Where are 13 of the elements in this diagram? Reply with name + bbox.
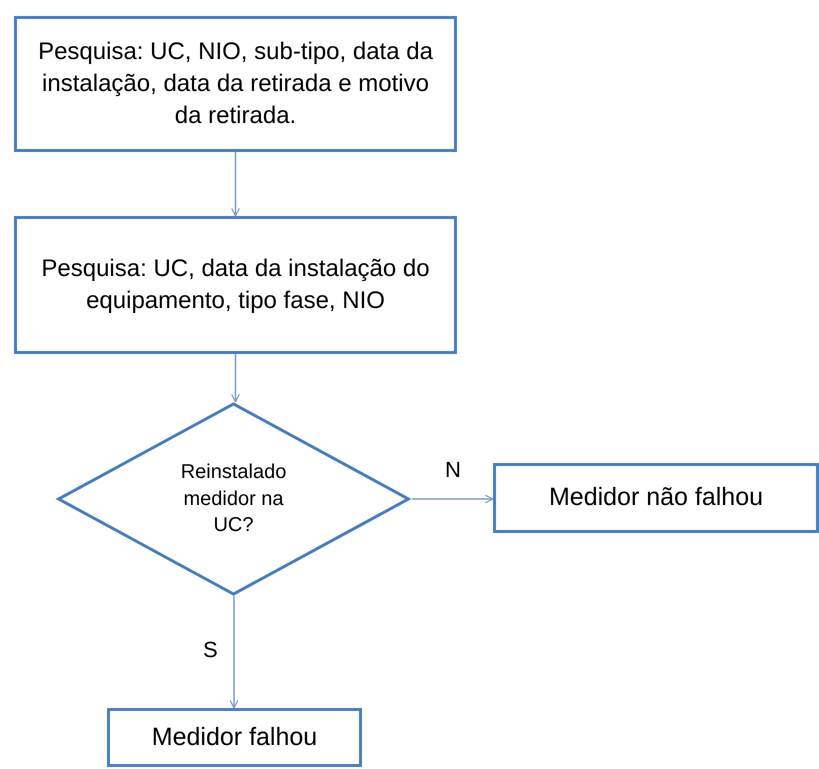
node-text: Reinstalado medidor na UC? <box>180 460 288 538</box>
arrow <box>230 354 240 403</box>
node-text: Pesquisa: UC, NIO, sub-tipo, data da instalação, data da retirada e motivo da retirada. <box>37 37 434 131</box>
arrow <box>229 596 239 709</box>
process-box <box>493 463 819 533</box>
node-text: Medidor falhou <box>152 722 318 753</box>
arrow <box>412 494 494 504</box>
process-box <box>14 16 457 152</box>
node-text: Medidor não falhou <box>548 482 764 514</box>
process-box <box>107 708 362 767</box>
process-box <box>14 216 457 354</box>
arrow <box>230 152 240 217</box>
node-text: Pesquisa: UC, data da instalação do equipamento, tipo fase, NIO <box>40 254 431 316</box>
